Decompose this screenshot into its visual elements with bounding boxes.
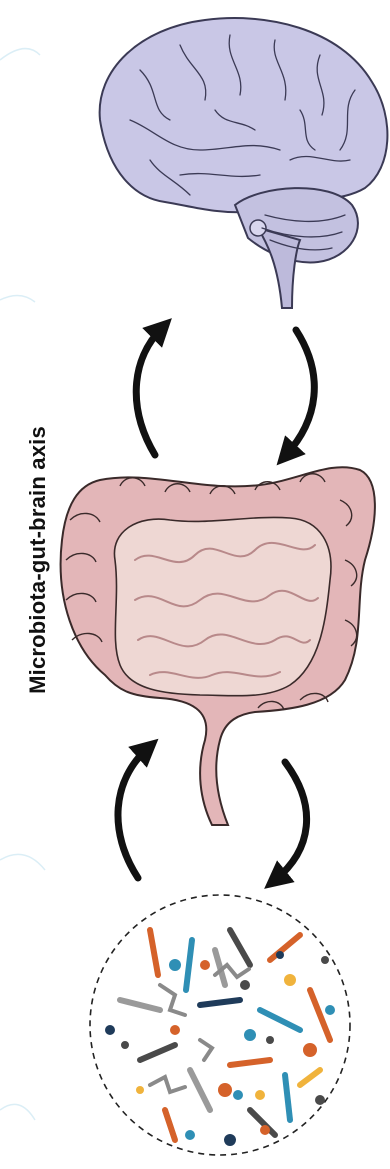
axis-label: Microbiota-gut-brain axis: [25, 426, 51, 694]
intestine-icon: [61, 467, 375, 825]
arrow-microbiota-to-gut: [118, 748, 148, 878]
arrow-gut-to-microbiota: [275, 762, 307, 880]
brain-cerebrum: [100, 18, 388, 212]
brain-stem: [258, 228, 300, 308]
arrow-gut-to-brain: [136, 328, 162, 455]
microbe-cluster-icon: [90, 895, 350, 1155]
brain-icon: [100, 18, 388, 308]
arrow-brain-to-gut: [286, 330, 314, 455]
microbiota-boundary: [90, 895, 350, 1155]
small-intestine: [114, 517, 330, 695]
